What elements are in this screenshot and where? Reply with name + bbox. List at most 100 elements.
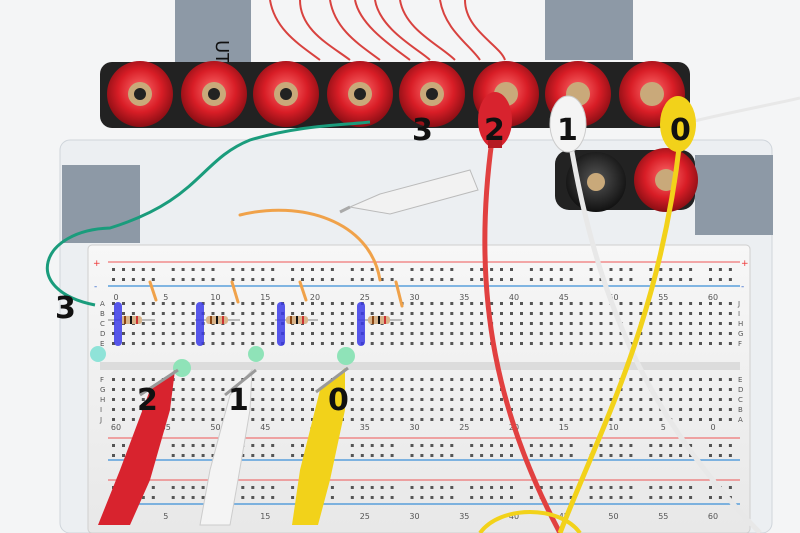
- breadboard-hole[interactable]: [718, 322, 722, 325]
- breadboard-hole[interactable]: [480, 486, 484, 489]
- breadboard-hole[interactable]: [131, 418, 135, 421]
- alligator-clip-red[interactable]: [98, 368, 179, 525]
- breadboard-hole[interactable]: [669, 444, 673, 447]
- breadboard-hole[interactable]: [599, 342, 603, 345]
- breadboard-hole[interactable]: [261, 388, 265, 391]
- breadboard-hole[interactable]: [430, 312, 434, 315]
- breadboard-hole[interactable]: [261, 312, 265, 315]
- breadboard-hole[interactable]: [659, 278, 663, 281]
- breadboard-hole[interactable]: [370, 408, 374, 411]
- breadboard-hole[interactable]: [639, 302, 643, 305]
- breadboard-hole[interactable]: [171, 322, 175, 325]
- breadboard-hole[interactable]: [350, 496, 354, 499]
- breadboard-hole[interactable]: [181, 398, 185, 401]
- breadboard-hole[interactable]: [539, 398, 543, 401]
- breadboard-hole[interactable]: [539, 388, 543, 391]
- breadboard-hole[interactable]: [171, 312, 175, 315]
- breadboard-hole[interactable]: [271, 398, 275, 401]
- breadboard-hole[interactable]: [191, 268, 195, 271]
- breadboard-hole[interactable]: [221, 398, 225, 401]
- breadboard-hole[interactable]: [669, 408, 673, 411]
- breadboard-hole[interactable]: [709, 496, 712, 499]
- breadboard-hole[interactable]: [181, 268, 185, 271]
- breadboard-hole[interactable]: [659, 378, 663, 381]
- breadboard-hole[interactable]: [241, 486, 245, 489]
- breadboard-hole[interactable]: [251, 378, 255, 381]
- breadboard-hole[interactable]: [589, 332, 593, 335]
- breadboard-hole[interactable]: [281, 408, 285, 411]
- breadboard-hole[interactable]: [430, 398, 434, 401]
- breadboard-hole[interactable]: [569, 268, 573, 271]
- breadboard-hole[interactable]: [609, 454, 613, 457]
- breadboard-hole[interactable]: [520, 408, 523, 411]
- breadboard-hole[interactable]: [251, 408, 255, 411]
- breadboard-hole[interactable]: [350, 322, 354, 325]
- breadboard-hole[interactable]: [480, 332, 484, 335]
- breadboard-hole[interactable]: [579, 388, 583, 391]
- breadboard-hole[interactable]: [549, 486, 553, 489]
- breadboard-hole[interactable]: [410, 268, 414, 271]
- breadboard-hole[interactable]: [619, 278, 623, 281]
- breadboard-hole[interactable]: [629, 322, 633, 325]
- breadboard-hole[interactable]: [669, 332, 673, 335]
- breadboard-hole[interactable]: [510, 268, 513, 271]
- breadboard-hole[interactable]: [360, 486, 364, 489]
- breadboard-hole[interactable]: [539, 444, 543, 447]
- breadboard-hole[interactable]: [500, 312, 503, 315]
- breadboard-hole[interactable]: [291, 378, 295, 381]
- breadboard-hole[interactable]: [699, 418, 702, 421]
- breadboard-hole[interactable]: [569, 278, 573, 281]
- breadboard-hole[interactable]: [510, 278, 513, 281]
- breadboard-hole[interactable]: [659, 332, 663, 335]
- breadboard-hole[interactable]: [420, 486, 424, 489]
- breadboard-hole[interactable]: [330, 278, 334, 281]
- breadboard-hole[interactable]: [191, 454, 195, 457]
- breadboard-hole[interactable]: [420, 444, 424, 447]
- breadboard-hole[interactable]: [520, 388, 523, 391]
- breadboard-hole[interactable]: [320, 278, 324, 281]
- breadboard-hole[interactable]: [470, 486, 474, 489]
- breadboard-hole[interactable]: [340, 332, 344, 335]
- breadboard-hole[interactable]: [718, 332, 722, 335]
- breadboard-hole[interactable]: [350, 388, 354, 391]
- breadboard-hole[interactable]: [589, 278, 593, 281]
- breadboard-hole[interactable]: [171, 342, 175, 345]
- breadboard-hole[interactable]: [271, 486, 275, 489]
- breadboard-hole[interactable]: [549, 312, 553, 315]
- breadboard-hole[interactable]: [679, 278, 683, 281]
- breadboard-hole[interactable]: [599, 398, 603, 401]
- breadboard-hole[interactable]: [450, 332, 454, 335]
- breadboard-hole[interactable]: [689, 312, 693, 315]
- breadboard-hole[interactable]: [211, 388, 215, 391]
- breadboard-hole[interactable]: [529, 312, 533, 315]
- breadboard-hole[interactable]: [181, 378, 185, 381]
- breadboard-hole[interactable]: [390, 278, 394, 281]
- breadboard-hole[interactable]: [281, 388, 285, 391]
- breadboard-hole[interactable]: [569, 486, 573, 489]
- breadboard-hole[interactable]: [679, 486, 683, 489]
- breadboard-hole[interactable]: [709, 486, 712, 489]
- breadboard-hole[interactable]: [669, 322, 673, 325]
- breadboard-hole[interactable]: [728, 388, 732, 391]
- breadboard-hole[interactable]: [529, 486, 533, 489]
- breadboard-hole[interactable]: [510, 496, 513, 499]
- breadboard-hole[interactable]: [450, 322, 454, 325]
- breadboard-hole[interactable]: [181, 418, 185, 421]
- breadboard-hole[interactable]: [261, 486, 265, 489]
- breadboard-hole[interactable]: [450, 378, 454, 381]
- breadboard-hole[interactable]: [609, 278, 613, 281]
- breadboard-hole[interactable]: [450, 278, 454, 281]
- breadboard-hole[interactable]: [330, 486, 334, 489]
- breadboard-hole[interactable]: [340, 312, 344, 315]
- breadboard-hole[interactable]: [420, 418, 424, 421]
- breadboard-hole[interactable]: [251, 302, 255, 305]
- breadboard-hole[interactable]: [520, 332, 523, 335]
- breadboard-hole[interactable]: [251, 268, 255, 271]
- breadboard-hole[interactable]: [350, 378, 354, 381]
- breadboard-hole[interactable]: [221, 408, 225, 411]
- breadboard-hole[interactable]: [718, 398, 722, 401]
- breadboard-hole[interactable]: [350, 302, 354, 305]
- breadboard-hole[interactable]: [360, 454, 364, 457]
- breadboard-hole[interactable]: [271, 322, 275, 325]
- breadboard-hole[interactable]: [599, 444, 603, 447]
